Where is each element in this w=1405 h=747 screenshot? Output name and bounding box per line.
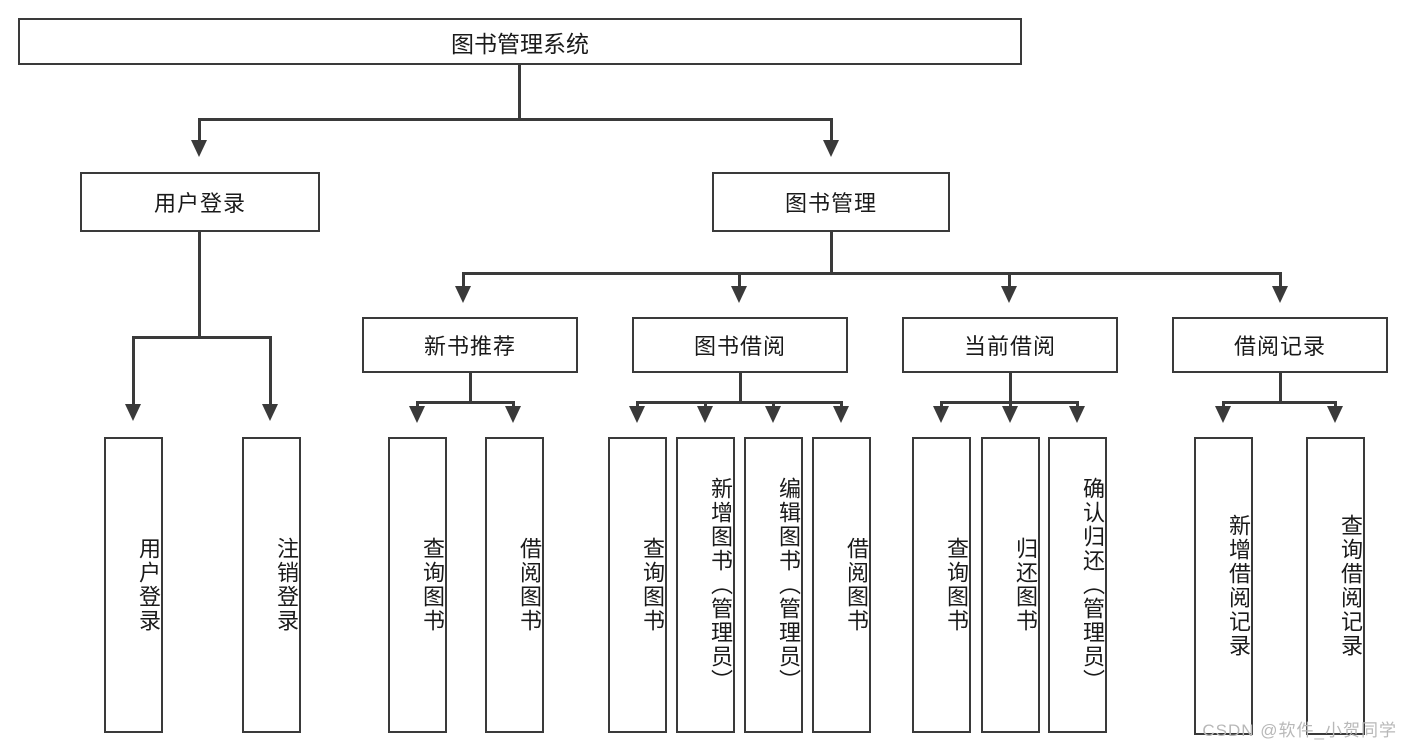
connector-new-book-bus <box>416 401 515 404</box>
arrowhead-add-borrow-record <box>1215 406 1231 423</box>
connector-user-login-stem <box>198 232 201 338</box>
connector-new-book-to-leaf1 <box>416 401 419 409</box>
leaf-edit-book-admin[interactable]: 编辑图书（管理员） <box>744 437 803 733</box>
arrowhead-borrow-book-1 <box>505 406 521 423</box>
connector-current-borrow-to-leaf2 <box>1009 401 1012 409</box>
node-root-system[interactable]: 图书管理系统 <box>18 18 1022 65</box>
connector-borrow-record-to-leaf1 <box>1222 401 1225 409</box>
connector-book-mgmt-bus <box>462 272 1282 275</box>
leaf-query-book-borrow[interactable]: 查询图书 <box>608 437 667 733</box>
arrowhead-return-book <box>1002 406 1018 423</box>
connector-to-current-borrow <box>1008 272 1011 290</box>
connector-borrow-record-bus <box>1222 401 1337 404</box>
arrowhead-query-book-2 <box>629 406 645 423</box>
arrowhead-leaf-user-login <box>125 404 141 421</box>
leaf-user-login[interactable]: 用户登录 <box>104 437 163 733</box>
leaf-return-book[interactable]: 归还图书 <box>981 437 1040 733</box>
connector-root-to-book-mgmt <box>830 118 833 145</box>
arrowhead-user-login <box>191 140 207 157</box>
connector-new-book-stem <box>469 373 472 403</box>
arrowhead-query-borrow-record <box>1327 406 1343 423</box>
connector-book-borrow-to-leaf4 <box>840 401 843 409</box>
connector-root-stem <box>518 65 521 120</box>
leaf-add-borrow-record[interactable]: 新增借阅记录 <box>1194 437 1253 735</box>
leaf-query-borrow-record[interactable]: 查询借阅记录 <box>1306 437 1365 735</box>
connector-borrow-record-stem <box>1279 373 1282 403</box>
arrowhead-book-mgmt <box>823 140 839 157</box>
connector-user-login-bus <box>132 336 269 339</box>
arrowhead-add-book <box>697 406 713 423</box>
connector-current-borrow-to-leaf1 <box>940 401 943 409</box>
arrowhead-query-book-1 <box>409 406 425 423</box>
arrowhead-current-borrow <box>1001 286 1017 303</box>
leaf-logout[interactable]: 注销登录 <box>242 437 301 733</box>
node-new-book-recommend[interactable]: 新书推荐 <box>362 317 578 373</box>
arrowhead-borrow-record <box>1272 286 1288 303</box>
connector-current-borrow-to-leaf3 <box>1076 401 1079 409</box>
connector-user-login-to-leaf2 <box>269 336 272 408</box>
connector-book-mgmt-stem <box>830 232 833 274</box>
connector-to-borrow-record <box>1279 272 1282 290</box>
node-book-borrow[interactable]: 图书借阅 <box>632 317 848 373</box>
node-user-login[interactable]: 用户登录 <box>80 172 320 232</box>
node-book-management[interactable]: 图书管理 <box>712 172 950 232</box>
arrowhead-query-book-3 <box>933 406 949 423</box>
connector-user-login-to-leaf1 <box>132 336 135 408</box>
leaf-add-book-admin[interactable]: 新增图书（管理员） <box>676 437 735 733</box>
leaf-borrow-book[interactable]: 借阅图书 <box>812 437 871 733</box>
connector-new-book-to-leaf2 <box>512 401 515 409</box>
connector-book-borrow-to-leaf1 <box>636 401 639 409</box>
connector-book-borrow-to-leaf3 <box>772 401 775 409</box>
leaf-query-book-recommend[interactable]: 查询图书 <box>388 437 447 733</box>
arrowhead-confirm-return <box>1069 406 1085 423</box>
leaf-query-book-current[interactable]: 查询图书 <box>912 437 971 733</box>
leaf-borrow-book-recommend[interactable]: 借阅图书 <box>485 437 544 733</box>
connector-book-borrow-to-leaf2 <box>704 401 707 409</box>
arrowhead-new-book-recommend <box>455 286 471 303</box>
connector-to-book-borrow <box>738 272 741 290</box>
node-borrow-record[interactable]: 借阅记录 <box>1172 317 1388 373</box>
leaf-confirm-return-admin[interactable]: 确认归还（管理员） <box>1048 437 1107 733</box>
connector-root-to-user-login <box>198 118 201 145</box>
connector-borrow-record-to-leaf2 <box>1334 401 1337 409</box>
connector-root-bus <box>198 118 833 121</box>
arrowhead-edit-book <box>765 406 781 423</box>
connector-book-borrow-bus <box>636 401 842 404</box>
arrowhead-borrow-book-2 <box>833 406 849 423</box>
watermark: CSDN @软件_小贺同学 <box>1202 721 1397 740</box>
connector-current-borrow-stem <box>1009 373 1012 403</box>
arrowhead-leaf-logout <box>262 404 278 421</box>
node-current-borrow[interactable]: 当前借阅 <box>902 317 1118 373</box>
arrowhead-book-borrow <box>731 286 747 303</box>
connector-book-borrow-stem <box>739 373 742 403</box>
connector-to-new-book <box>462 272 465 290</box>
